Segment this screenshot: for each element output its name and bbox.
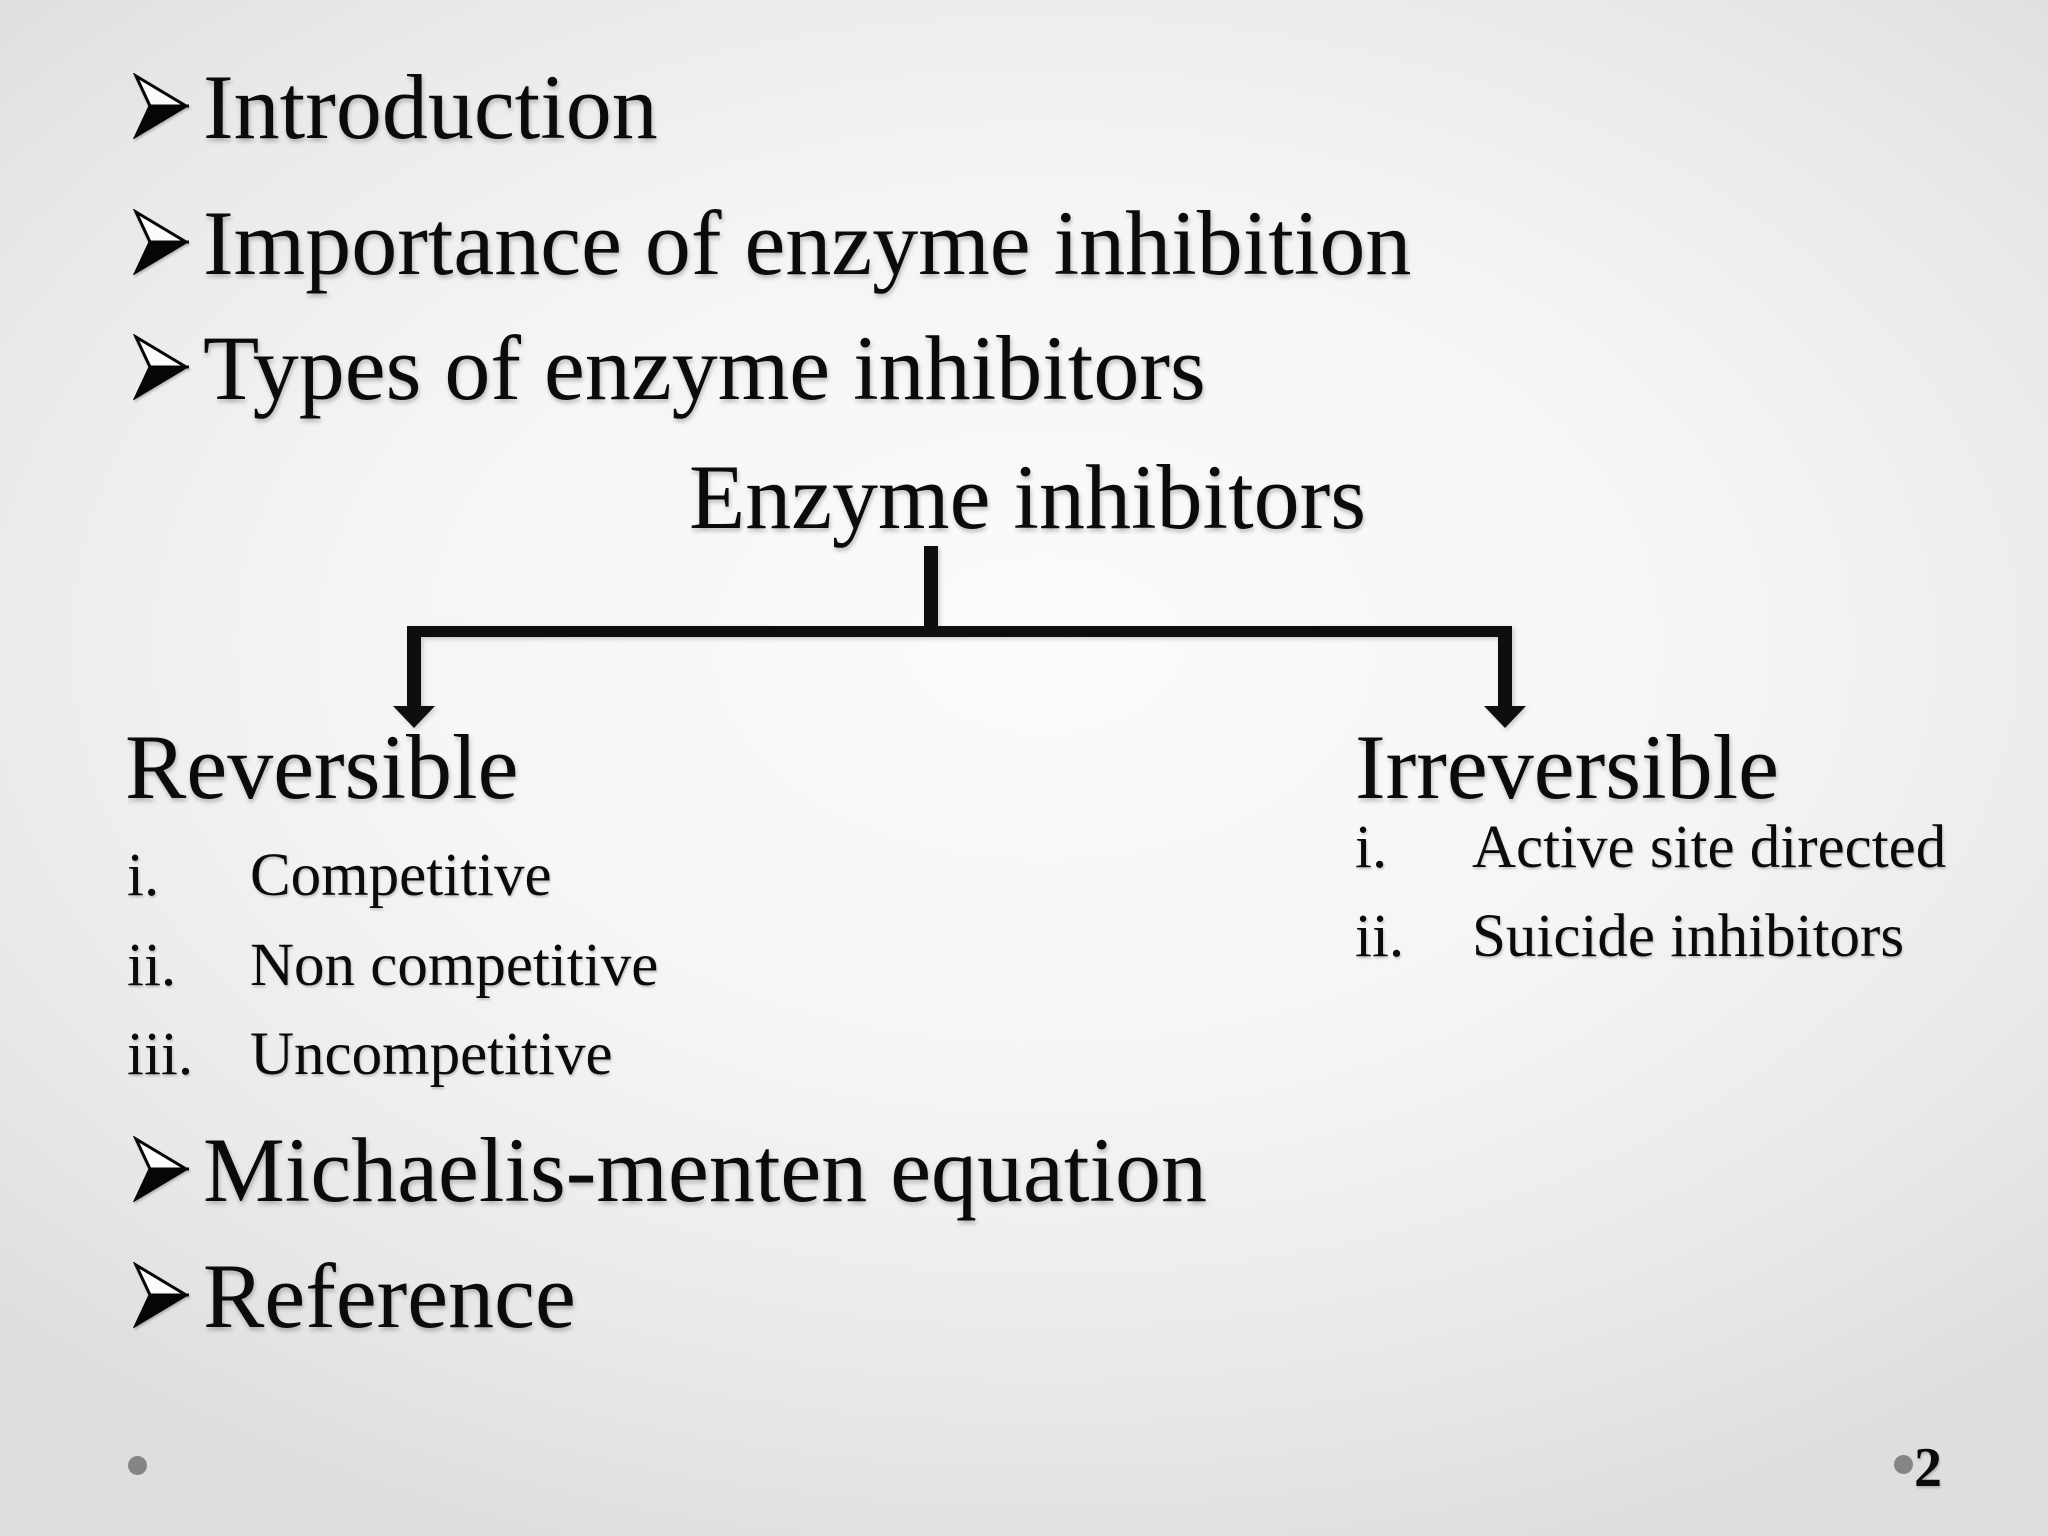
list-numeral: iii.	[127, 1021, 194, 1088]
list-item-uncompetitive: iii. Uncompetitive	[127, 1024, 613, 1085]
list-label: Competitive	[250, 842, 552, 909]
list-numeral: i.	[1355, 814, 1388, 881]
branch-bar	[407, 626, 1512, 637]
list-label: Uncompetitive	[250, 1021, 613, 1088]
bullet-item-introduction: Introduction	[133, 61, 658, 153]
bullet-item-types: Types of enzyme inhibitors	[133, 322, 1206, 414]
right-branch-line	[1498, 626, 1512, 708]
list-label: Suicide inhibitors	[1472, 903, 1905, 970]
list-numeral: i.	[127, 842, 160, 909]
bullet-item-reference: Reference	[133, 1250, 576, 1342]
bullet-label: Michaelis-menten equation	[203, 1119, 1208, 1221]
diagram-root-label: Enzyme inhibitors	[689, 446, 1367, 548]
bullet-item-importance: Importance of enzyme inhibition	[133, 197, 1411, 289]
list-label: Non competitive	[250, 932, 659, 999]
page-number: 2	[1914, 1437, 1942, 1499]
tree-connector	[393, 546, 1526, 728]
arrowhead-bullet-icon	[133, 209, 189, 275]
footer-dot-right	[1894, 1455, 1913, 1474]
right-arrowhead-icon	[1484, 706, 1526, 728]
list-item-active-site-directed: i. Active site directed	[1355, 817, 1946, 878]
bullet-label: Importance of enzyme inhibition	[203, 192, 1412, 294]
arrowhead-bullet-icon	[133, 1262, 189, 1328]
arrowhead-bullet-icon	[133, 1136, 189, 1202]
bullet-item-michaelis-menten: Michaelis-menten equation	[133, 1124, 1207, 1216]
list-item-non-competitive: ii. Non competitive	[127, 935, 658, 996]
list-item-suicide-inhibitors: ii. Suicide inhibitors	[1355, 906, 1904, 967]
arrowhead-bullet-icon	[133, 73, 189, 139]
branch-title-reversible: Reversible	[125, 716, 519, 818]
list-numeral: ii.	[1355, 903, 1405, 970]
bullet-label: Introduction	[203, 56, 658, 158]
stem-line	[924, 546, 938, 636]
arrowhead-bullet-icon	[133, 334, 189, 400]
list-item-competitive: i. Competitive	[127, 845, 552, 906]
list-numeral: ii.	[127, 932, 177, 999]
left-branch-line	[407, 626, 421, 708]
left-arrowhead-icon	[393, 706, 435, 728]
list-label: Active site directed	[1472, 814, 1947, 881]
bullet-label: Types of enzyme inhibitors	[203, 317, 1206, 419]
branch-title-irreversible: Irreversible	[1355, 716, 1779, 818]
footer-dot-left	[128, 1456, 147, 1475]
bullet-label: Reference	[203, 1245, 576, 1347]
